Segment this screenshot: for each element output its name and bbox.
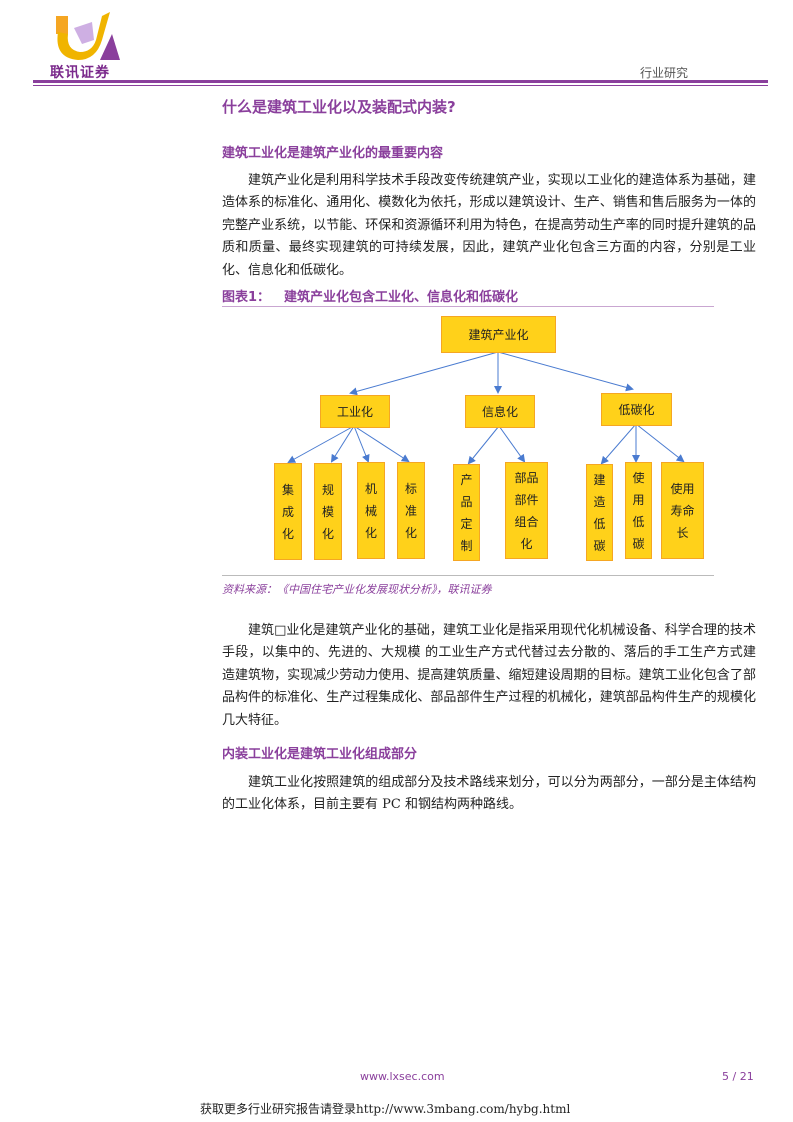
diagram-node-low-carbon: 低碳化 [601, 393, 672, 426]
diagram-leaf-use-low-carbon: 使用低碳 [625, 462, 652, 559]
logo-icon [52, 10, 122, 68]
section-label: 行业研究 [640, 66, 689, 80]
figure-caption: 建筑产业化包含工业化、信息化和低碳化 [284, 290, 519, 305]
diagram-leaf-integration: 集成化 [274, 463, 302, 560]
figure-source: 资料来源：《中国住宅产业化发展现状分析》，联讯证券 [222, 583, 492, 596]
diagram-leaf-mechanization: 机械化 [357, 462, 385, 559]
diagram-node-informatization: 信息化 [465, 395, 535, 428]
figure-number: 图表1： [222, 290, 271, 305]
figure-bottom-divider [222, 575, 714, 576]
footer-url-link[interactable]: www.lxsec.com [360, 1070, 445, 1083]
diagram-leaf-long-service-life: 使用寿命长 [661, 462, 704, 559]
diagram-leaf-build-low-carbon: 建造低碳 [586, 464, 613, 561]
diagram-leaf-custom-product: 产品定制 [453, 464, 480, 561]
section1-heading: 建筑工业化是建筑产业化的最重要内容 [222, 146, 444, 161]
diagram-node-industrialization: 工业化 [320, 395, 390, 428]
logo-text: 联讯证券 [50, 65, 110, 81]
section2-heading: 内装工业化是建筑工业化组成部分 [222, 747, 418, 762]
header-divider-thin [33, 85, 768, 86]
diagram-leaf-component-assembly: 部品部件组合化 [505, 462, 548, 559]
section1-paragraph: 建筑产业化是利用科学技术手段改变传统建筑产业，实现以工业化的建造体系为基础，建造… [222, 173, 756, 278]
figure-divider [222, 306, 714, 307]
diagram-node-root: 建筑产业化 [441, 316, 556, 353]
download-note: 获取更多行业研究报告请登录http://www.3mbang.com/hybg.… [200, 1102, 571, 1116]
diagram: 建筑产业化 工业化 信息化 低碳化 集成化 规模化 机械化 标准化 产品定制 部… [274, 316, 704, 561]
diagram-leaf-scale: 规模化 [314, 463, 342, 560]
diagram-leaf-standardization: 标准化 [397, 462, 425, 559]
section2-paragraph: 建筑工业化按照建筑的组成部分及技术路线来划分，可以分为两部分，一部分是主体结构的… [222, 775, 756, 813]
header-divider [33, 80, 768, 83]
figure-title: 图表1： 建筑产业化包含工业化、信息化和低碳化 [222, 286, 518, 305]
page-title: 什么是建筑工业化以及装配式内装? [222, 98, 456, 116]
page-number: 5 / 21 [722, 1070, 754, 1083]
section1-paragraph-2: 建筑□业化是建筑产业化的基础，建筑工业化是指采用现代化机械设备、科学合理的技术手… [222, 623, 756, 728]
